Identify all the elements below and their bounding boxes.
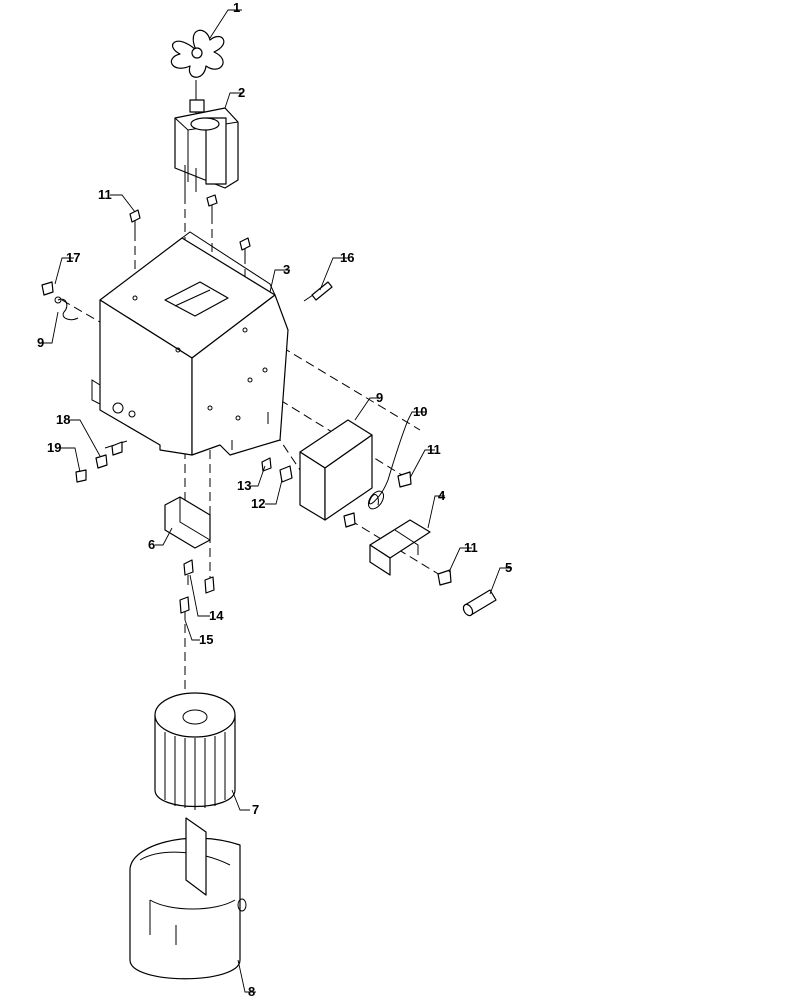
callout-2: 2 xyxy=(238,85,245,100)
leader-lines xyxy=(40,9,512,993)
callout-10: 10 xyxy=(413,404,427,419)
callout-8: 8 xyxy=(248,984,255,999)
callout-3: 3 xyxy=(283,262,290,277)
screw-11-right-upper xyxy=(397,471,412,488)
blower-wheel xyxy=(154,692,236,810)
capacitor-box xyxy=(299,419,373,521)
wire-9-left xyxy=(54,296,79,321)
fan-blade xyxy=(170,29,225,78)
callout-18: 18 xyxy=(56,412,70,427)
callout-12: 12 xyxy=(251,496,265,511)
callout-17: 17 xyxy=(66,250,80,265)
screw-motor-right xyxy=(206,194,218,215)
screw-14 xyxy=(183,559,194,585)
screw-housing-top xyxy=(239,237,251,260)
fuse-5 xyxy=(462,589,497,617)
callout-7: 7 xyxy=(252,802,259,817)
screw-11-lower xyxy=(437,569,452,586)
callout-11-lower: 11 xyxy=(464,540,478,555)
callout-1: 1 xyxy=(233,0,240,15)
callout-labels: 1 2 3 16 17 9 11 18 19 9 10 11 4 11 5 13… xyxy=(37,0,512,999)
callout-5: 5 xyxy=(505,560,512,575)
fan-motor xyxy=(174,86,239,195)
housing-box xyxy=(91,231,289,456)
mount-bracket-6 xyxy=(164,496,211,549)
clip-17 xyxy=(41,281,54,296)
callout-9-left: 9 xyxy=(37,335,44,350)
washer-housing-left xyxy=(111,441,123,456)
callout-16: 16 xyxy=(340,250,354,265)
callout-4: 4 xyxy=(438,488,446,503)
callout-9-right: 9 xyxy=(376,390,383,405)
callout-13: 13 xyxy=(237,478,251,493)
callout-11-top: 11 xyxy=(98,187,112,202)
screw-13 xyxy=(261,457,272,472)
screw-16 xyxy=(303,281,333,302)
screw-12 xyxy=(279,465,293,483)
washer-19 xyxy=(75,469,87,483)
screw-capacitor-bottom xyxy=(343,512,356,528)
callout-11-right-upper: 11 xyxy=(427,442,441,457)
callout-15: 15 xyxy=(199,632,213,647)
nut-18 xyxy=(95,454,108,469)
loop-wire-10 xyxy=(367,419,409,510)
blower-scroll-housing xyxy=(129,817,247,980)
callout-19: 19 xyxy=(47,440,61,455)
screw-11-top xyxy=(129,209,141,232)
screw-bracket-right xyxy=(204,576,215,594)
callout-6: 6 xyxy=(148,537,155,552)
bracket-4 xyxy=(369,519,431,576)
callout-14: 14 xyxy=(209,608,224,623)
screw-15 xyxy=(179,596,190,620)
